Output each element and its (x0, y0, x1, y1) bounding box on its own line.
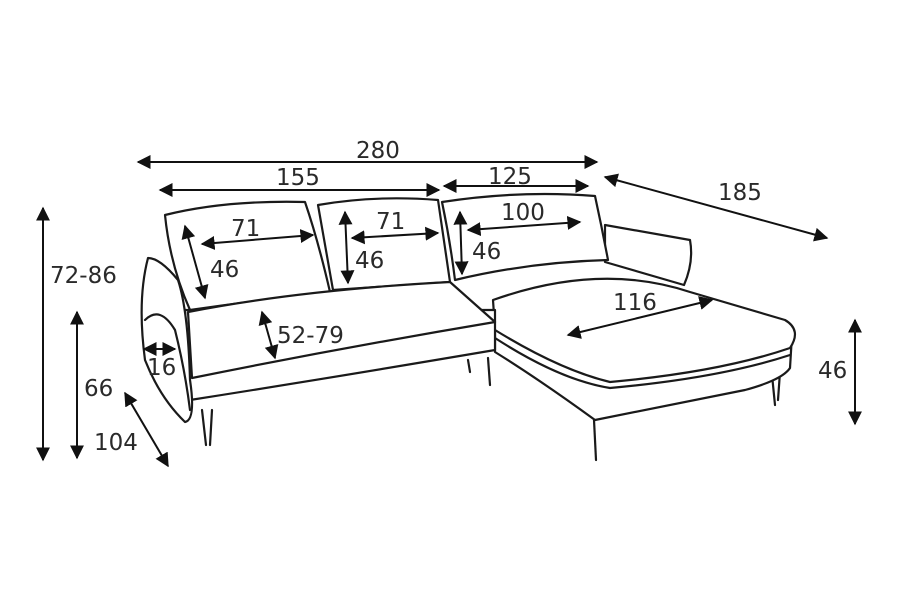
dimension-labels: 280 155 125 185 71 71 100 46 46 46 52-79… (50, 138, 847, 456)
arrow-cushion3-height (453, 210, 469, 276)
arrow-chaise-depth (603, 173, 829, 242)
label-total-depth: 104 (94, 430, 138, 456)
label-armrest-width: 16 (147, 355, 176, 381)
label-cushion3-width: 100 (501, 200, 545, 226)
label-seat-depth: 52-79 (277, 323, 344, 349)
label-cushion1-width: 71 (231, 216, 260, 242)
label-total-width: 280 (356, 138, 400, 164)
arrow-seat-depth (258, 310, 279, 360)
label-cushion1-height: 46 (210, 257, 239, 283)
label-seat-height: 46 (818, 358, 847, 384)
arrow-total-depth (124, 391, 169, 468)
arrow-cushion1-height (181, 224, 209, 300)
arrow-cushion2-width (350, 226, 440, 245)
label-chaise-width: 125 (488, 164, 532, 190)
label-armrest-height: 66 (84, 376, 113, 402)
label-cushion3-height: 46 (472, 239, 501, 265)
dimension-arrows (36, 155, 862, 468)
arrow-cushion2-height (338, 210, 355, 285)
label-sofa-width: 155 (276, 165, 320, 191)
label-chaise-seat-length: 116 (613, 290, 657, 316)
label-cushion2-height: 46 (355, 248, 384, 274)
sofa-drawing (140, 192, 797, 462)
label-cushion2-width: 71 (376, 209, 405, 235)
label-total-height: 72-86 (50, 263, 117, 289)
label-chaise-depth: 185 (718, 180, 762, 206)
arrow-cushion3-width (466, 215, 582, 237)
arrow-chaise-seat-length (566, 296, 714, 339)
arrow-cushion1-width (200, 229, 315, 250)
